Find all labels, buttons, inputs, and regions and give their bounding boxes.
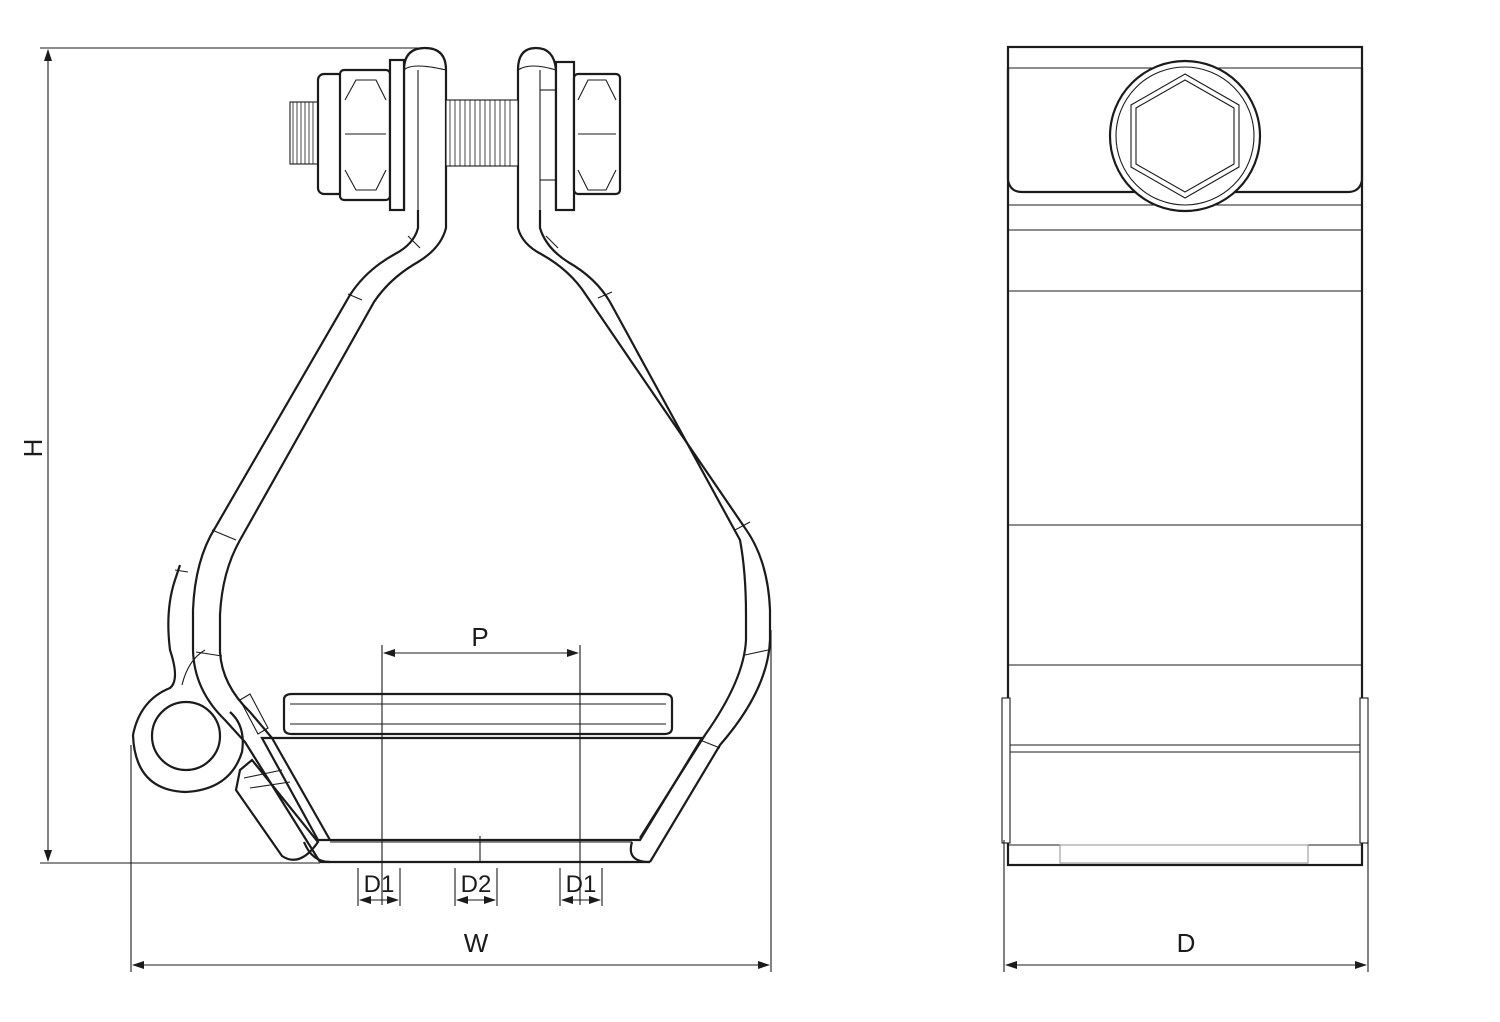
hinge-loop <box>131 564 320 861</box>
front-view <box>131 46 772 864</box>
side-dimensions: D <box>1003 840 1369 972</box>
d2-dimension-label: D2 <box>461 871 492 898</box>
bolt-end-hex <box>1108 59 1262 213</box>
pitch-dimension-label: P <box>471 622 488 652</box>
front-dimensions: H W P D1 D2 D1 <box>18 47 772 972</box>
right-strap <box>516 210 772 863</box>
base-saddle <box>260 692 704 864</box>
d1-left-dimension-label: D1 <box>364 871 395 898</box>
side-view <box>1001 45 1369 867</box>
height-dimension-label: H <box>18 439 48 458</box>
left-ear <box>402 46 448 210</box>
right-ear <box>516 46 558 210</box>
bolt-assembly <box>289 58 622 212</box>
depth-dimension-label: D <box>1177 928 1196 958</box>
left-strap <box>191 210 448 863</box>
width-dimension-label: W <box>464 928 489 958</box>
d1-right-dimension-label: D1 <box>566 871 597 898</box>
